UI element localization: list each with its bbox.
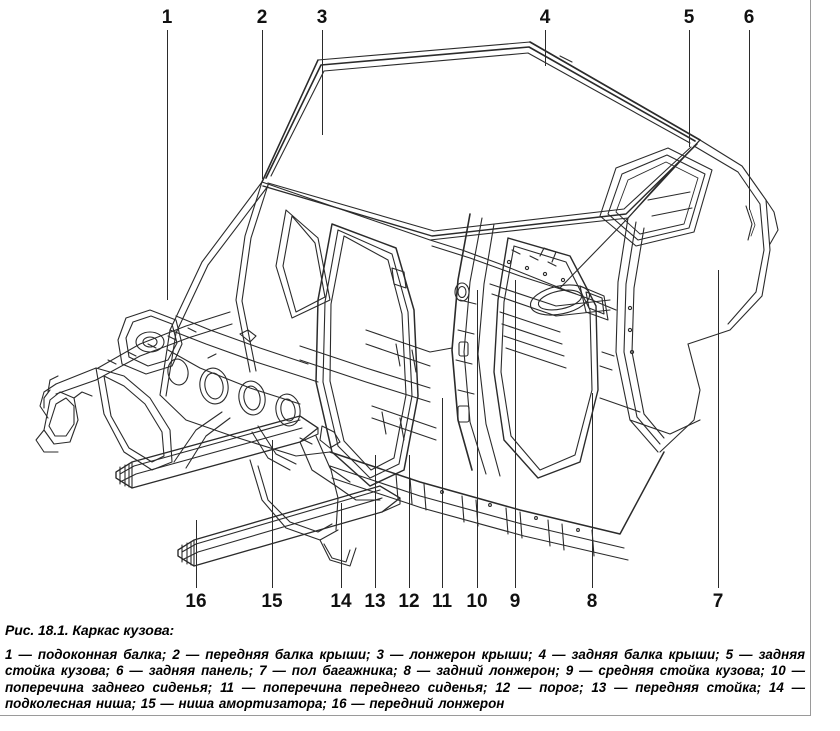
front-bulkhead-panel <box>159 315 341 457</box>
callout-leader-14 <box>341 503 342 588</box>
front-longeron-lower <box>177 485 401 567</box>
figure-caption: Рис. 18.1. Каркас кузова: 1 — подоконная… <box>5 622 805 713</box>
callout-number-8: 8 <box>586 591 598 612</box>
rear-quarter-panel <box>599 139 779 453</box>
callout-leader-6 <box>749 30 750 210</box>
figure-caption-legend: 1 — подоконная балка; 2 — передняя балка… <box>5 647 805 712</box>
front-upper-rail <box>55 311 233 395</box>
callout-leader-11 <box>442 398 443 588</box>
callout-leader-10 <box>477 290 478 588</box>
callout-leader-2 <box>262 30 263 179</box>
roof-side-rail <box>429 217 629 295</box>
page-border-bottom <box>0 715 811 716</box>
body-frame-svg <box>35 41 779 567</box>
callout-leader-5 <box>689 30 690 147</box>
callout-number-6: 6 <box>743 7 755 28</box>
callout-leader-1 <box>167 30 168 300</box>
callout-leader-7 <box>718 270 719 588</box>
callout-number-15: 15 <box>261 591 283 612</box>
callout-number-9: 9 <box>509 591 521 612</box>
callout-number-2: 2 <box>256 7 268 28</box>
callout-number-4: 4 <box>539 7 551 28</box>
floor-pan-crossmembers <box>299 283 611 441</box>
callout-number-5: 5 <box>683 7 695 28</box>
front-longeron-upper <box>115 415 319 489</box>
callout-leader-15 <box>272 440 273 588</box>
front-wheel-arch <box>35 367 173 471</box>
callout-number-13: 13 <box>364 591 386 612</box>
callout-number-14: 14 <box>330 591 352 612</box>
page-border-right <box>810 0 811 716</box>
callout-number-3: 3 <box>316 7 328 28</box>
roof-panel <box>261 41 701 241</box>
callout-number-7: 7 <box>712 591 724 612</box>
shock-absorber-tower <box>117 309 183 375</box>
inner-panel-stampings <box>391 247 635 371</box>
callout-leader-13 <box>375 455 376 588</box>
callout-leader-3 <box>322 30 323 135</box>
car-body-frame-illustration <box>35 41 779 567</box>
callout-leader-16 <box>196 520 197 588</box>
callout-leader-8 <box>592 393 593 588</box>
rocker-sill-panel <box>329 451 665 561</box>
callout-number-10: 10 <box>466 591 488 612</box>
front-pillar-and-windshield <box>159 181 331 397</box>
callout-number-16: 16 <box>185 591 207 612</box>
center-pillar <box>451 213 501 477</box>
callout-leader-12 <box>409 455 410 588</box>
figure-caption-title: Рис. 18.1. Каркас кузова: <box>5 622 175 638</box>
radiator-support <box>39 375 93 419</box>
callout-number-11: 11 <box>431 591 453 612</box>
front-structure-struts <box>173 411 381 501</box>
lower-front-apron <box>249 459 357 567</box>
callout-leader-4 <box>545 30 546 66</box>
callout-number-12: 12 <box>398 591 420 612</box>
callout-leader-9 <box>515 280 516 588</box>
callout-number-1: 1 <box>161 7 173 28</box>
rear-door-opening <box>493 237 599 479</box>
trunk-floor-and-rear-rail <box>559 287 701 453</box>
